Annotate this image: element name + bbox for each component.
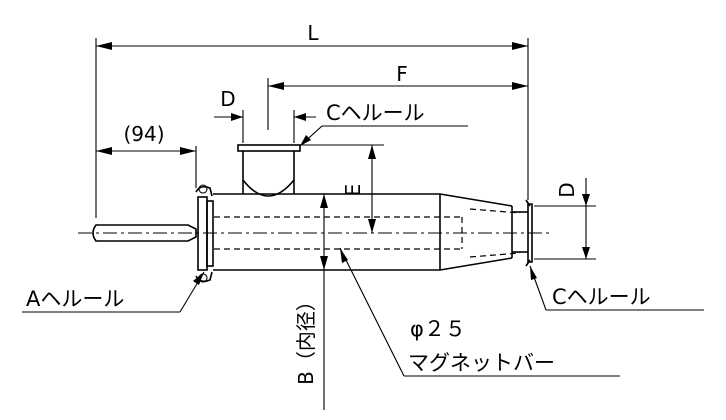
- dimension-F: F: [267, 62, 528, 130]
- top-outlet: [237, 144, 301, 197]
- leader-a-ferrule: Aヘルール: [22, 271, 205, 313]
- leader-magnet-bar: φ２５ マグネットバー: [339, 247, 620, 377]
- dim-94-label: (94): [123, 122, 164, 146]
- dim-L-label: L: [307, 21, 319, 45]
- dimension-D-right: D: [534, 178, 596, 260]
- dim-D-top-label: D: [220, 87, 235, 111]
- leader-c-ferrule-right: Cヘルール: [529, 265, 704, 311]
- magnet-bar-label: マグネットバー: [408, 351, 555, 375]
- dimension-E: E: [302, 144, 384, 233]
- magnet-bar-handle: [92, 224, 197, 242]
- dim-B-label: B（内径）: [294, 291, 318, 385]
- magnet-diameter-label: φ２５: [410, 317, 466, 341]
- magnet-bar-hidden: [214, 208, 521, 258]
- dimension-94: (94): [96, 122, 197, 188]
- c-ferrule-top-label: Cヘルール: [326, 101, 425, 125]
- dim-E-label: E: [341, 184, 365, 197]
- dimension-B: B（内径）: [294, 194, 328, 410]
- c-ferrule-right-label: Cヘルール: [552, 285, 651, 309]
- dimension-L: L: [95, 21, 529, 218]
- leader-c-ferrule-top: Cヘルール: [299, 101, 468, 147]
- dimension-D-top: D: [214, 87, 316, 143]
- dim-F-label: F: [396, 62, 408, 86]
- a-ferrule-flange: [195, 184, 214, 283]
- main-body: [213, 193, 533, 271]
- dim-D-right-label: D: [555, 182, 579, 197]
- a-ferrule-label: Aヘルール: [26, 287, 124, 311]
